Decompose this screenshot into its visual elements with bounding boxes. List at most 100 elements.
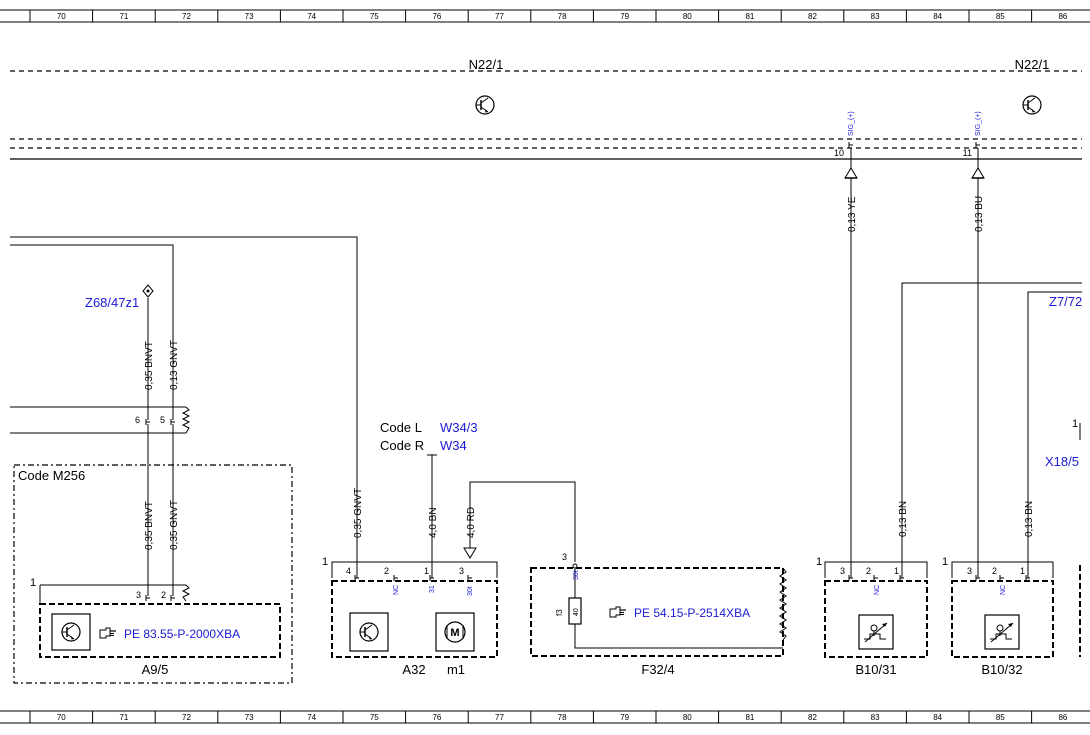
control-unit-label-right: N22/1 [1015, 57, 1050, 72]
grid-column-label: 70 [57, 713, 66, 722]
ref-w34-3[interactable]: W34/3 [440, 420, 478, 435]
wire-label-gnvt-a32: 0,35 GNVT [353, 488, 364, 538]
a9-5-ref-link[interactable]: PE 83.55-P-2000XBA [124, 627, 240, 641]
pointing-hand-icon [609, 606, 627, 618]
f32-4-label: F32/4 [641, 662, 674, 677]
x18-pin: 1 [1072, 418, 1078, 430]
grid-column-label: 74 [307, 713, 316, 722]
wire-label-gnvt-top: 0,13 GNVT [169, 340, 180, 390]
wire-label-bn-40: 4,0 BN [428, 507, 439, 538]
b10-32-label: B10/32 [981, 662, 1022, 677]
a9-5-pin-2: 2 [161, 590, 166, 600]
grid-column-label: 85 [996, 713, 1005, 722]
b10-32-connector: 1 [942, 556, 948, 568]
a32-pin-1-signal: 31 [429, 585, 436, 593]
a9-5-pin-3: 3 [136, 590, 141, 600]
control-unit-boundary [10, 70, 1082, 160]
grid-column-label: 78 [558, 713, 567, 722]
component-a9-5[interactable] [39, 584, 281, 658]
grid-column-label: 70 [57, 12, 66, 21]
pointing-hand-icon [99, 627, 117, 639]
f32-4-pin-3: 3 [562, 552, 567, 562]
component-b10-31[interactable] [824, 561, 928, 658]
code-m256-label: Code M256 [18, 468, 85, 483]
grid-column-label: 73 [245, 12, 254, 21]
ground-arrow-icon [463, 541, 477, 559]
pin-10-number: 10 [834, 148, 844, 158]
grid-column-label: 83 [871, 12, 880, 21]
f32-4-pin-signal: 30t [573, 570, 580, 580]
grid-column-label: 77 [495, 12, 504, 21]
component-a32[interactable]: M [331, 561, 498, 658]
b10-32-pin-3: 3 [967, 566, 972, 576]
a32-m1-label: m1 [447, 662, 465, 677]
b10-32-pin-1: 1 [1020, 566, 1025, 576]
pin-11-signal: SIG_(+) [975, 111, 982, 136]
code-l-label: Code L [380, 420, 422, 435]
b10-31-pin-2-signal: NC [874, 585, 881, 595]
grid-column-label: 71 [119, 713, 128, 722]
temperature-sensor-icon [984, 614, 1020, 650]
pin-10-signal: SIG_(+) [848, 111, 855, 136]
a32-wires [427, 454, 576, 578]
transistor-icon [1022, 95, 1042, 115]
fuse-name: f3 [555, 609, 564, 616]
grid-column-label: 71 [119, 12, 128, 21]
grid-column-label: 79 [620, 713, 629, 722]
a32-label: A32 [402, 662, 425, 677]
wire-label-bn-b1031: 0,13 BN [898, 501, 909, 537]
a32-pin-3: 3 [459, 566, 464, 576]
grid-column-label: 75 [370, 713, 379, 722]
a32-connector: 1 [322, 556, 328, 568]
ref-z7: Z7/72 [1049, 294, 1082, 309]
a32-pin-4: 4 [346, 566, 351, 576]
ref-w34[interactable]: W34 [440, 438, 467, 453]
grid-column-label: 76 [432, 713, 441, 722]
b10-32-pin-2: 2 [992, 566, 997, 576]
wire-label-rd-40: 4,0 RD [466, 507, 477, 538]
grid-column-label: 84 [933, 12, 942, 21]
transistor-icon [475, 95, 495, 115]
grid-column-label: 78 [558, 12, 567, 21]
grid-column-label: 85 [996, 12, 1005, 21]
grid-column-label: 84 [933, 713, 942, 722]
component-b10-32[interactable] [951, 561, 1054, 658]
a32-pin-3-signal: 30t [467, 586, 474, 596]
wire-label-gnvt-bottom: 0,35 GNVT [169, 500, 180, 550]
pin-11-arrow-icon [971, 167, 985, 179]
grid-column-label: 83 [871, 713, 880, 722]
svg-text:M: M [450, 627, 459, 639]
grid-column-label: 75 [370, 12, 379, 21]
code-m256-region [13, 464, 293, 684]
b10-31-pin-1: 1 [894, 566, 899, 576]
x-pin-6: 6 [135, 415, 140, 425]
grid-column-label: 76 [432, 12, 441, 21]
z68-splice-icon [142, 284, 154, 298]
code-r-label: Code R [380, 438, 424, 453]
a9-5-label: A9/5 [142, 662, 169, 677]
sensor-wires [850, 148, 1082, 578]
temperature-sensor-icon [858, 614, 894, 650]
wire-label-bnvt-bottom: 0,35 BNVT [144, 501, 155, 550]
grid-column-label: 72 [182, 713, 191, 722]
grid-column-label: 73 [245, 713, 254, 722]
fuse-rating: 40 [573, 608, 580, 616]
b10-32-pin-2-signal: NC [1000, 585, 1007, 595]
a32-pin-2: 2 [384, 566, 389, 576]
b10-31-pin-2: 2 [866, 566, 871, 576]
control-unit-label-left: N22/1 [469, 57, 504, 72]
grid-column-label: 80 [683, 713, 692, 722]
left-wires [10, 236, 358, 596]
grid-column-label: 79 [620, 12, 629, 21]
grid-column-label: 82 [808, 12, 817, 21]
grid-column-label: 86 [1058, 713, 1067, 722]
component-f32-4[interactable] [530, 566, 787, 657]
b10-31-pin-3: 3 [840, 566, 845, 576]
f32-4-ref-link[interactable]: PE 54.15-P-2514XBA [634, 606, 750, 620]
wire-label-bn-b1032: 0,13 BN [1024, 501, 1035, 537]
grid-column-label: 74 [307, 12, 316, 21]
grid-column-label: 82 [808, 713, 817, 722]
